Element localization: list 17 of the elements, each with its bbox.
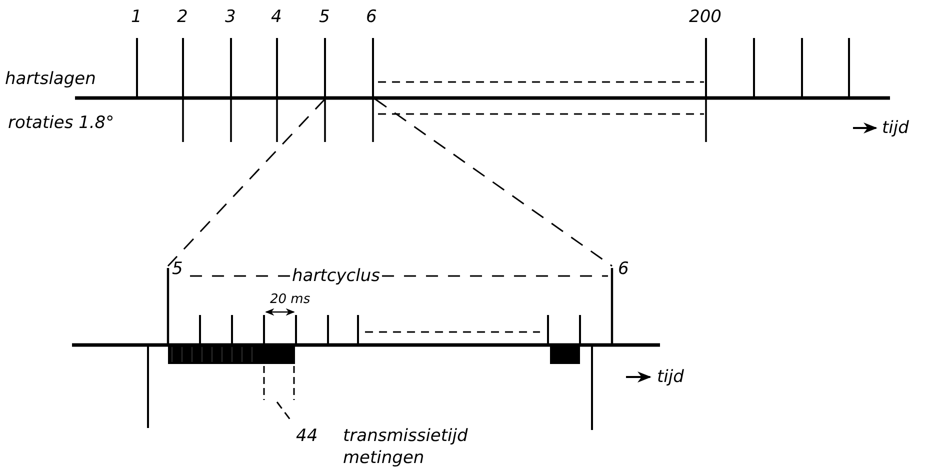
beat-number: 4 bbox=[271, 6, 282, 28]
note-text: transmissietijd metingen bbox=[343, 425, 469, 469]
beat-number: 6 bbox=[366, 6, 377, 28]
axis-label: tijd bbox=[882, 117, 909, 139]
beat-number: 200 bbox=[689, 6, 722, 28]
beat-number: 5 bbox=[172, 258, 183, 280]
beat-number: 6 bbox=[618, 258, 629, 280]
beat-number: 2 bbox=[177, 6, 188, 28]
beat-number: 5 bbox=[319, 6, 330, 28]
dimension-label: 20 ms bbox=[270, 291, 310, 309]
row-label: rotaties 1.8° bbox=[8, 112, 114, 134]
cycle-label: hartcyclus bbox=[292, 265, 380, 287]
beat-number: 3 bbox=[225, 6, 236, 28]
beat-number: 1 bbox=[131, 6, 142, 28]
row-label: hartslagen bbox=[5, 68, 96, 90]
axis-label: tijd bbox=[657, 366, 684, 388]
count-label: 44 bbox=[296, 425, 318, 447]
